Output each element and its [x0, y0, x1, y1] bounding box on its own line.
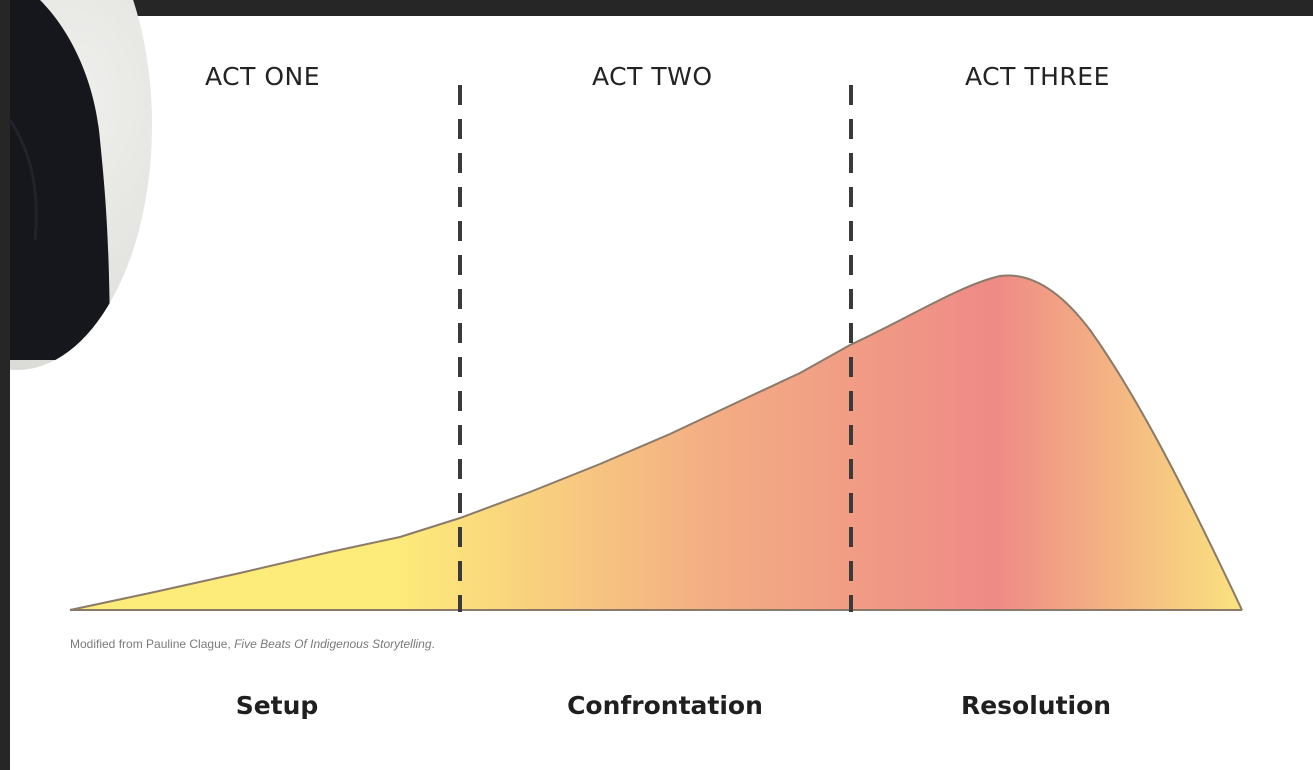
caption-title: Five Beats Of Indigenous Storytelling	[234, 637, 432, 651]
caption-prefix: Modified from Pauline Clague,	[70, 637, 235, 651]
act-two-label: ACT TWO	[592, 62, 713, 91]
window-left-bar	[0, 0, 10, 770]
tension-curve-area	[70, 275, 1242, 610]
act-three-label: ACT THREE	[965, 62, 1110, 91]
presenter-avatar	[0, 0, 152, 370]
source-caption: Modified from Pauline Clague, Five Beats…	[70, 637, 435, 651]
phase-setup-label: Setup	[235, 691, 319, 720]
act-one-label: ACT ONE	[205, 62, 321, 91]
window-top-bar	[0, 0, 1313, 16]
phase-resolution-label: Resolution	[960, 691, 1112, 720]
presenter-figure	[0, 0, 110, 360]
tension-curve-outline	[69, 274, 1243, 611]
phase-confrontation-label: Confrontation	[567, 691, 763, 720]
caption-suffix: .	[431, 637, 435, 651]
